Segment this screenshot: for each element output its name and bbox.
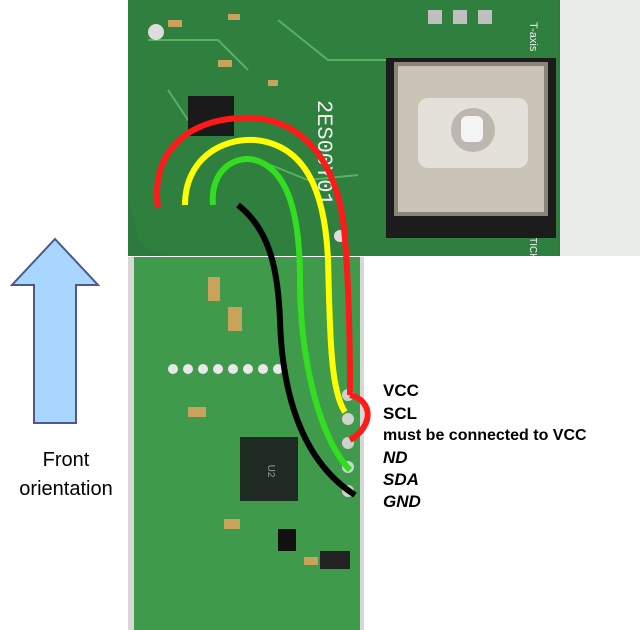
axis-marking: T-axis: [527, 22, 539, 52]
analog-stick-board-photo: 2ES00Y01 T-axis ANALOG STICK: [128, 0, 640, 256]
orientation-text: orientation: [19, 478, 113, 500]
chip-marking: U2: [265, 465, 276, 478]
label-nd: ND: [383, 448, 408, 467]
label-gnd: GND: [383, 492, 421, 511]
mount-hole: [148, 24, 164, 40]
board-background: [560, 0, 640, 256]
label-note: must be connected to VCC: [383, 427, 587, 444]
black-wire: [236, 202, 357, 498]
label-sda: SDA: [383, 470, 419, 489]
front-orientation-arrow: [10, 237, 100, 424]
front-orientation-label: Front orientation: [10, 446, 122, 504]
yellow-wire: [182, 136, 348, 414]
green-wire: [209, 156, 353, 473]
red-wire: [153, 114, 353, 396]
controller-board-photo: U2: [128, 257, 364, 630]
chip-u2: [240, 437, 298, 501]
label-scl: SCL: [383, 404, 417, 423]
label-vcc: VCC: [383, 381, 419, 400]
front-text: Front: [42, 449, 90, 471]
red-jumper: [348, 392, 371, 443]
